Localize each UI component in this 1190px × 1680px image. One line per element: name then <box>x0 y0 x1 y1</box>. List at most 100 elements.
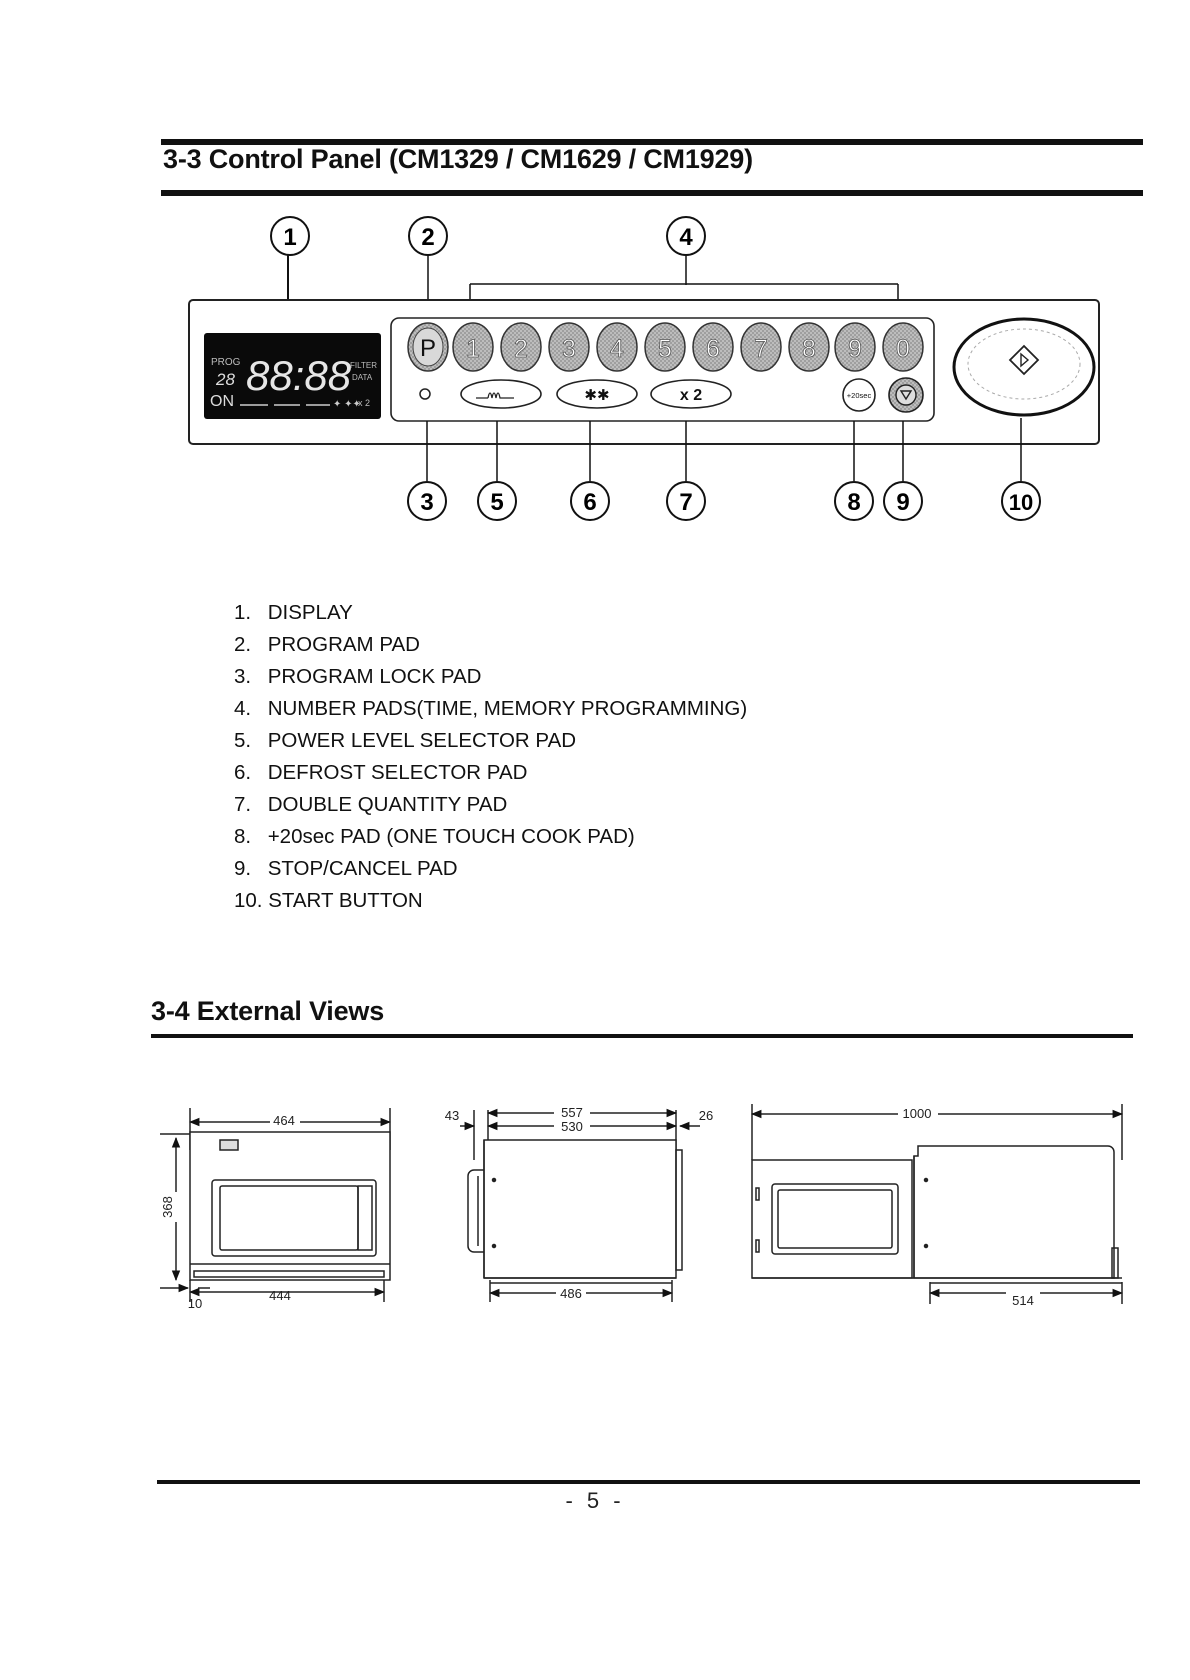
number-pad-7[interactable]: 7 <box>740 322 782 372</box>
svg-text:5: 5 <box>658 335 672 363</box>
svg-text:x 2: x 2 <box>358 398 370 408</box>
number-pad-5[interactable]: 5 <box>644 322 686 372</box>
svg-text:88:88: 88:88 <box>246 352 352 399</box>
svg-text:4: 4 <box>679 224 693 251</box>
legend-item: 4. NUMBER PADS(TIME, MEMORY PROGRAMMING) <box>234 697 748 720</box>
front-view <box>160 1108 392 1302</box>
svg-text:6: 6 <box>706 335 720 363</box>
svg-text:10: 10 <box>1009 490 1033 515</box>
svg-text:514: 514 <box>1012 1293 1034 1308</box>
heading-top-rule <box>161 139 1143 145</box>
number-pad-8[interactable]: 8 <box>788 322 830 372</box>
side-view <box>460 1108 700 1302</box>
stop-icon <box>899 390 913 401</box>
double-quantity-pad[interactable]: x 2 <box>650 379 732 409</box>
footer-rule <box>157 1480 1140 1484</box>
svg-text:DATA: DATA <box>352 373 373 382</box>
svg-text:FILTER: FILTER <box>350 361 377 370</box>
callout-6: 6 <box>570 421 610 521</box>
svg-text:✦ ✦✦: ✦ ✦✦ <box>333 399 361 410</box>
legend-item: 9. STOP/CANCEL PAD <box>234 857 458 880</box>
page-number: - 5 - <box>565 1488 625 1513</box>
legend-item: 8. +20sec PAD (ONE TOUCH COOK PAD) <box>234 825 635 848</box>
svg-text:5: 5 <box>490 489 503 516</box>
legend-item: 2. PROGRAM PAD <box>234 633 420 656</box>
svg-text:464: 464 <box>273 1113 295 1128</box>
program-pad[interactable]: P <box>407 322 449 372</box>
svg-text:3: 3 <box>420 489 433 516</box>
callout-10: 10 <box>1001 418 1041 521</box>
svg-text:557: 557 <box>561 1105 583 1120</box>
heading-bottom-rule <box>161 190 1143 196</box>
callout-4: 4 <box>469 216 899 318</box>
open-view-labels: 1000 514 <box>898 1106 1040 1308</box>
power-level-pad[interactable] <box>460 379 542 409</box>
svg-text:6: 6 <box>583 489 596 516</box>
number-pads: 1 2 3 4 5 6 7 8 9 0 <box>452 322 924 372</box>
number-pad-4[interactable]: 4 <box>596 322 638 372</box>
number-pad-2[interactable]: 2 <box>500 322 542 372</box>
front-view-labels: 464 368 444 10 <box>160 1113 300 1311</box>
svg-text:486: 486 <box>560 1286 582 1301</box>
svg-text:2: 2 <box>421 224 434 251</box>
svg-text:9: 9 <box>896 489 909 516</box>
start-button[interactable] <box>952 317 1096 417</box>
callout-8: 8 <box>834 421 874 521</box>
legend-item: 1. DISPLAY <box>234 601 353 624</box>
external-views-rule <box>151 1034 1133 1038</box>
svg-text:ON: ON <box>210 393 234 410</box>
callout-2: 2 <box>408 216 448 318</box>
legend-item: 6. DEFROST SELECTOR PAD <box>234 761 528 784</box>
svg-text:8: 8 <box>802 335 816 363</box>
callout-9: 9 <box>883 421 923 521</box>
control-panel-diagram: 1 2 4 PROG 28 88:88 FILTER DATA ON ✦ ✦✦ … <box>188 216 1100 521</box>
side-view-labels: 557 530 43 26 486 <box>445 1104 713 1301</box>
plus20sec-pad[interactable]: +20sec <box>842 378 876 412</box>
svg-text:43: 43 <box>445 1108 459 1123</box>
callout-7: 7 <box>666 421 706 521</box>
svg-text:10: 10 <box>188 1296 202 1311</box>
control-panel-legend: 1. DISPLAY 2. PROGRAM PAD 3. PROGRAM LOC… <box>234 597 747 917</box>
svg-text:x 2: x 2 <box>680 387 702 404</box>
svg-text:2: 2 <box>514 335 528 363</box>
open-view <box>750 1104 1124 1304</box>
svg-text:1000: 1000 <box>903 1106 932 1121</box>
number-pad-1[interactable]: 1 <box>452 322 494 372</box>
external-views-heading: 3-4 External Views <box>151 996 385 1026</box>
defrost-icon: ✱✱ <box>584 387 609 404</box>
callout-1: 1 <box>270 216 310 323</box>
svg-text:P: P <box>420 335 436 362</box>
start-icon <box>1008 344 1040 376</box>
svg-text:444: 444 <box>269 1288 291 1303</box>
stop-cancel-pad[interactable] <box>888 377 924 413</box>
svg-text:28: 28 <box>215 370 235 389</box>
callout-5: 5 <box>477 421 517 521</box>
svg-text:0: 0 <box>896 335 910 363</box>
lcd-display: PROG 28 88:88 FILTER DATA ON ✦ ✦✦ x 2 <box>204 333 381 419</box>
svg-text:368: 368 <box>160 1196 175 1218</box>
svg-text:8: 8 <box>847 489 860 516</box>
number-pad-3[interactable]: 3 <box>548 322 590 372</box>
legend-item: 5. POWER LEVEL SELECTOR PAD <box>234 729 577 752</box>
svg-text:1: 1 <box>283 224 296 251</box>
svg-text:7: 7 <box>679 489 692 516</box>
number-pad-6[interactable]: 6 <box>692 322 734 372</box>
defrost-pad[interactable]: ✱✱ <box>556 379 638 409</box>
svg-text:9: 9 <box>848 335 862 363</box>
svg-text:+20sec: +20sec <box>847 391 872 400</box>
svg-text:3: 3 <box>562 335 576 363</box>
number-pad-9[interactable]: 9 <box>834 322 876 372</box>
svg-text:PROG: PROG <box>211 357 241 368</box>
callout-3: 3 <box>407 421 447 521</box>
svg-text:7: 7 <box>754 335 768 363</box>
svg-text:4: 4 <box>610 335 624 363</box>
program-lock-pad[interactable] <box>419 388 431 400</box>
svg-text:530: 530 <box>561 1119 583 1134</box>
legend-item: 7. DOUBLE QUANTITY PAD <box>234 793 508 816</box>
svg-text:1: 1 <box>466 335 480 363</box>
number-pad-0[interactable]: 0 <box>882 322 924 372</box>
legend-item: 3. PROGRAM LOCK PAD <box>234 665 482 688</box>
svg-text:26: 26 <box>699 1108 713 1123</box>
legend-item: 10. START BUTTON <box>234 889 423 912</box>
control-panel-heading: 3-3 Control Panel (CM1329 / CM1629 / CM1… <box>163 144 753 174</box>
